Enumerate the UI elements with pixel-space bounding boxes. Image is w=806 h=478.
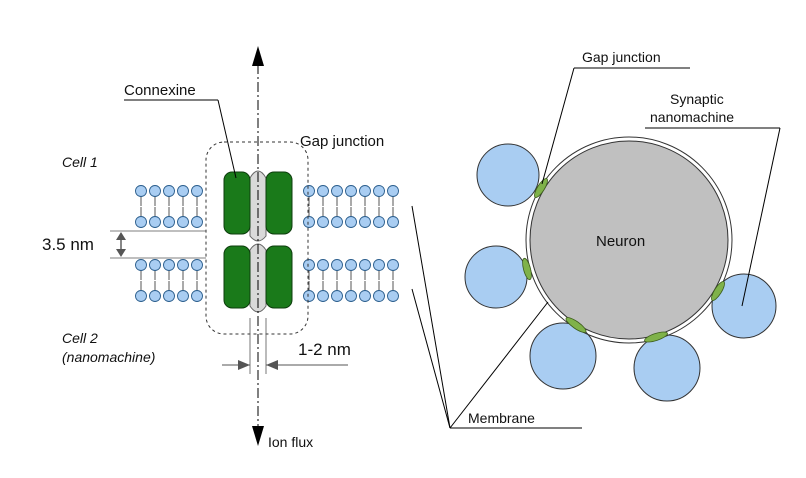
lipid-head (373, 290, 385, 302)
lipid-bilayers (135, 185, 399, 302)
gap-junction-label: Gap junction (300, 133, 384, 150)
lipid-head (149, 185, 161, 197)
synaptic-label: Synaptic (670, 91, 724, 107)
pore-dim-arrowhead (266, 360, 278, 370)
spacing-dim-arrowhead (116, 249, 126, 257)
cell1-label: Cell 1 (62, 154, 98, 170)
membrane-leader (411, 288, 451, 429)
synaptic-nanomachine (711, 273, 777, 339)
lipid-head (359, 259, 371, 271)
gap-junction-leader (541, 67, 575, 185)
synaptic-nanomachine (476, 143, 540, 207)
synaptic-leader (741, 127, 781, 307)
lipid-head (317, 290, 329, 302)
lipid-head (135, 290, 147, 302)
lipid-head (331, 290, 343, 302)
lipid-head (163, 290, 175, 302)
lipid-head (135, 185, 147, 197)
neuron (529, 140, 729, 340)
lipid-head (373, 259, 385, 271)
lipid-head (149, 259, 161, 271)
lipid-head (345, 290, 357, 302)
lipid-head (331, 185, 343, 197)
lipid-head (177, 216, 189, 228)
lipid-head (373, 216, 385, 228)
gap-junction-patch (565, 317, 587, 333)
membrane-leader (449, 301, 549, 429)
connexin (265, 245, 293, 309)
spacing-label: 3.5 nm (42, 235, 94, 254)
pore-channel (249, 170, 267, 242)
lipid-head (177, 185, 189, 197)
lipid-head (303, 185, 315, 197)
lipid-head (331, 216, 343, 228)
lipid-head (191, 259, 203, 271)
pore-channel (249, 243, 267, 313)
lipid-head (149, 216, 161, 228)
gap-junction-label-right: Gap junction (582, 49, 661, 65)
synaptic-sublabel: nanomachine (650, 109, 734, 125)
synaptic-nanomachine (464, 245, 528, 309)
lipid-head (303, 216, 315, 228)
lipid-head (387, 185, 399, 197)
synaptic-nanomachine (633, 334, 701, 402)
lipid-head (345, 216, 357, 228)
ion-flux-arrow-up (252, 46, 264, 66)
gap-junction-patch (534, 178, 548, 198)
pore-dim-arrowhead (238, 360, 250, 370)
gap-junction-patch (644, 331, 668, 343)
lipid-head (387, 259, 399, 271)
lipid-head (163, 216, 175, 228)
lipid-head (373, 185, 385, 197)
gap-junction-outline (205, 141, 309, 335)
lipid-head (317, 185, 329, 197)
lipid-head (345, 259, 357, 271)
lipid-head (135, 259, 147, 271)
connexin (223, 245, 251, 309)
lipid-head (163, 259, 175, 271)
lipid-head (317, 216, 329, 228)
lipid-head (303, 259, 315, 271)
neuron-membrane (525, 136, 733, 344)
lipid-head (331, 259, 343, 271)
lipid-head (135, 216, 147, 228)
spacing-dim-arrowhead (116, 232, 126, 240)
lipid-head (387, 290, 399, 302)
lipid-head (359, 290, 371, 302)
connexin (265, 171, 293, 235)
lipid-head (359, 216, 371, 228)
neuron-label: Neuron (596, 233, 645, 250)
ion-flux-label: Ion flux (268, 434, 313, 450)
lipid-head (387, 216, 399, 228)
gap-junction-patch (522, 257, 532, 281)
lipid-head (177, 290, 189, 302)
synaptic-nanomachine (529, 322, 597, 390)
lipid-head (163, 185, 175, 197)
connexin (223, 171, 251, 235)
lipid-head (345, 185, 357, 197)
lipid-head (191, 185, 203, 197)
connexine-label: Connexine (124, 82, 196, 99)
membrane-label: Membrane (468, 410, 535, 426)
cell2-label: Cell 2 (62, 330, 98, 346)
lipid-head (191, 216, 203, 228)
connexine-leader (217, 99, 237, 179)
gap-junction-patch (711, 281, 725, 301)
membrane-leader (411, 205, 451, 429)
lipid-head (177, 259, 189, 271)
cell2-sublabel: (nanomachine) (62, 349, 155, 365)
lipid-head (191, 290, 203, 302)
lipid-head (317, 259, 329, 271)
pore-width-label: 1-2 nm (298, 340, 351, 359)
lipid-head (303, 290, 315, 302)
lipid-head (149, 290, 161, 302)
ion-flux-arrow-down (252, 426, 264, 446)
lipid-head (359, 185, 371, 197)
